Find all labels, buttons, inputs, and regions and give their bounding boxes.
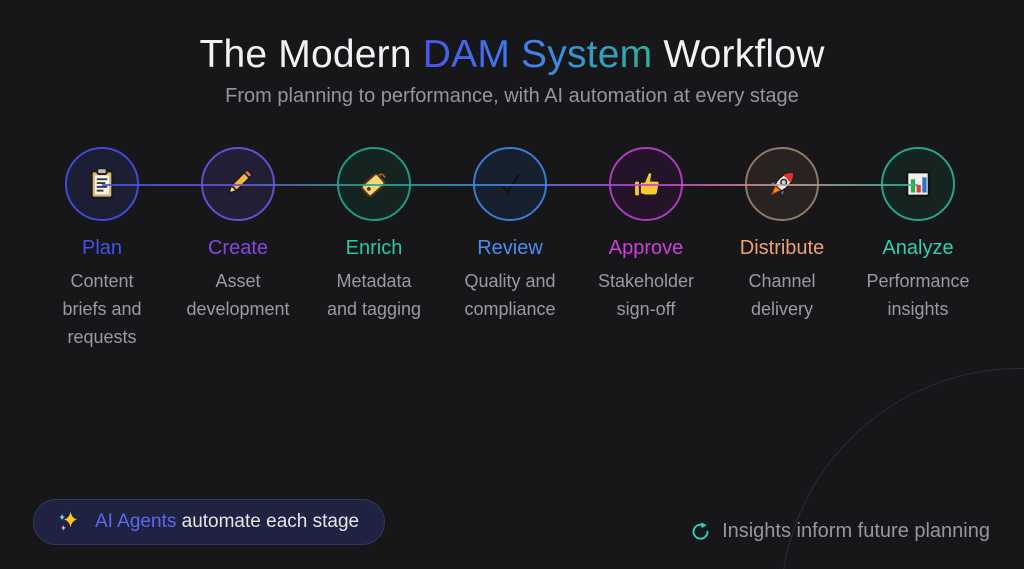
stage-description: Channel delivery	[748, 271, 816, 319]
stage-description: Quality and compliance	[464, 271, 556, 319]
checkmark-icon	[491, 165, 529, 203]
workflow-stage: Enrich Metadata and tagging	[306, 147, 442, 351]
stage-description: Performance insights	[866, 271, 970, 319]
stage-description: Metadata and tagging	[326, 271, 422, 319]
stage-description: Content briefs and requests	[62, 271, 142, 347]
badge-rest: automate each stage	[176, 511, 360, 532]
stage-label: Approve	[608, 237, 684, 259]
title-highlight: DAM System	[422, 33, 653, 76]
footnote-text: Insights inform future planning	[722, 520, 990, 542]
refresh-icon	[690, 521, 711, 542]
pencil-icon	[219, 165, 257, 203]
stage-label: Distribute	[739, 237, 825, 259]
workflow-stage: Analyze Performance insights	[850, 147, 986, 351]
sparkles-icon	[55, 509, 82, 536]
stage-label: Enrich	[345, 237, 403, 259]
page-title: The Modern DAM System Workflow	[0, 33, 1024, 77]
workflow-stage: Approve Stakeholder sign-off	[578, 147, 714, 351]
page-subtitle: From planning to performance, with AI au…	[225, 85, 799, 107]
stage-label: Analyze	[882, 237, 954, 259]
workflow-connector-line	[102, 184, 918, 186]
stage-label: Plan	[81, 237, 123, 259]
ai-agents-badge: AI Agents automate each stage	[33, 499, 386, 545]
workflow-stage: Plan Content briefs and requests	[34, 147, 170, 351]
workflow-stages: Plan Content briefs and requests Create …	[34, 147, 986, 351]
workflow-stage: Create Asset development	[170, 147, 306, 351]
title-suffix: Workflow	[652, 33, 825, 76]
badge-text: AI Agents automate each stage	[95, 511, 359, 533]
stage-description: Stakeholder sign-off	[597, 271, 695, 319]
stage-label: Review	[477, 237, 543, 259]
workflow-stage: Distribute Channel delivery	[714, 147, 850, 351]
badge-highlight: AI Agents	[95, 511, 177, 532]
title-prefix: The Modern	[199, 33, 423, 76]
workflow-stage: Review Quality and compliance	[442, 147, 578, 351]
insights-footnote: Insights inform future planning	[690, 520, 990, 543]
stage-label: Create	[207, 237, 269, 259]
stage-description: Asset development	[186, 271, 290, 319]
